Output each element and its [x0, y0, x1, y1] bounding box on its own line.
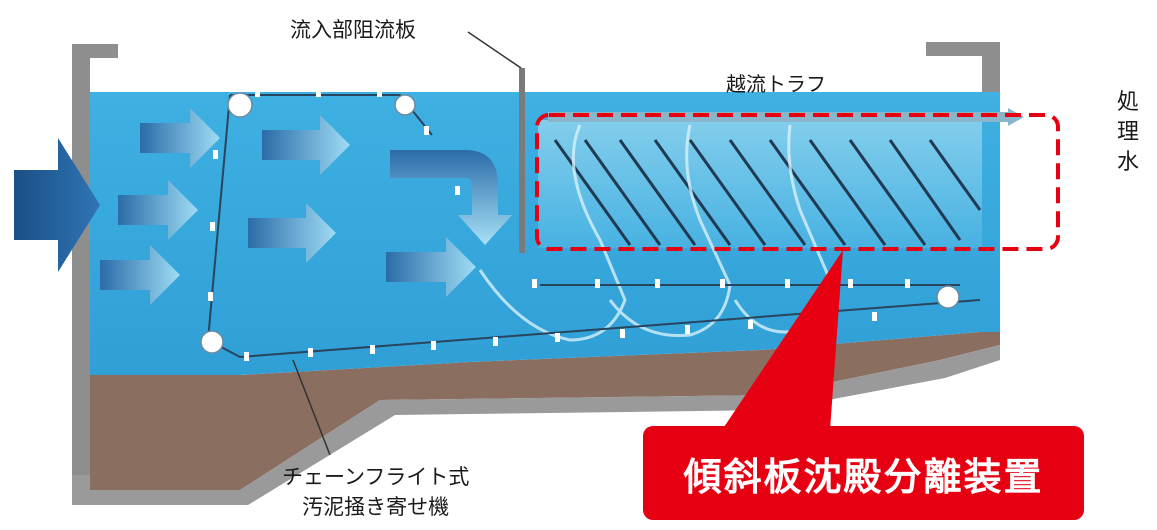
flow-arrow-icon: [262, 115, 350, 175]
flow-arrow-icon: [118, 180, 198, 240]
chain-sprockets: [200, 92, 960, 354]
chain-flight-label: チェーンフライト式 汚泥掻き寄せ機: [282, 462, 469, 522]
callout-label: 傾斜板沈殿分離装置: [683, 454, 1044, 499]
flow-arrow-icon: [386, 237, 476, 297]
chain-flight-conveyor: [206, 94, 981, 359]
flow-arrow-icon: [248, 203, 336, 263]
callout-box: 傾斜板沈殿分離装置: [643, 426, 1084, 520]
tank-floor: [72, 345, 1000, 505]
leader-line: [292, 359, 331, 456]
leader-line: [467, 31, 522, 69]
flow-arrow-icon: [140, 108, 220, 168]
inflow-arrow-icon: [14, 138, 100, 272]
overflow-trough-label: 越流トラフ: [726, 72, 826, 96]
flow-arrow-icon: [100, 245, 180, 305]
inlet-baffle: [519, 68, 525, 253]
flow-arrows: [100, 108, 476, 305]
callout-pointer: [722, 250, 843, 430]
down-flow-arrow-icon: [390, 150, 512, 245]
chain-flight-label-line1: チェーンフライト式: [282, 465, 470, 489]
treated-water-label: 処理水: [1116, 90, 1139, 175]
inlet-baffle-label: 流入部阻流板: [290, 18, 416, 42]
highlight-box: [535, 113, 1060, 251]
chain-flight-label-line2: 汚泥掻き寄せ機: [302, 495, 450, 519]
tank-wall: [72, 44, 118, 475]
